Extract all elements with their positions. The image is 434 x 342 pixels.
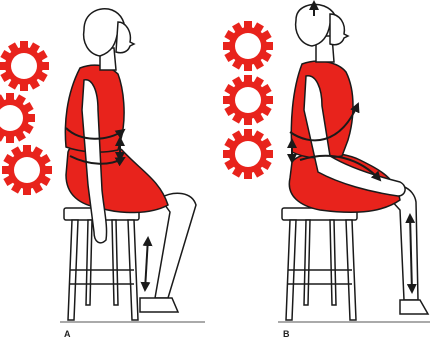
face-b — [330, 14, 348, 45]
gear-icon — [0, 41, 49, 91]
panel-a-label: A — [64, 329, 71, 339]
face-a — [116, 22, 134, 53]
gear-icon — [223, 75, 273, 125]
panel-b-label: B — [283, 329, 290, 339]
stool-b — [282, 208, 357, 320]
shorts-a — [66, 143, 168, 213]
gear-icon — [0, 93, 35, 143]
gear-icon — [223, 21, 273, 71]
panel-b — [223, 2, 430, 322]
panel-a — [0, 9, 205, 322]
gear-icon — [2, 145, 52, 195]
gear-icon — [223, 129, 273, 179]
